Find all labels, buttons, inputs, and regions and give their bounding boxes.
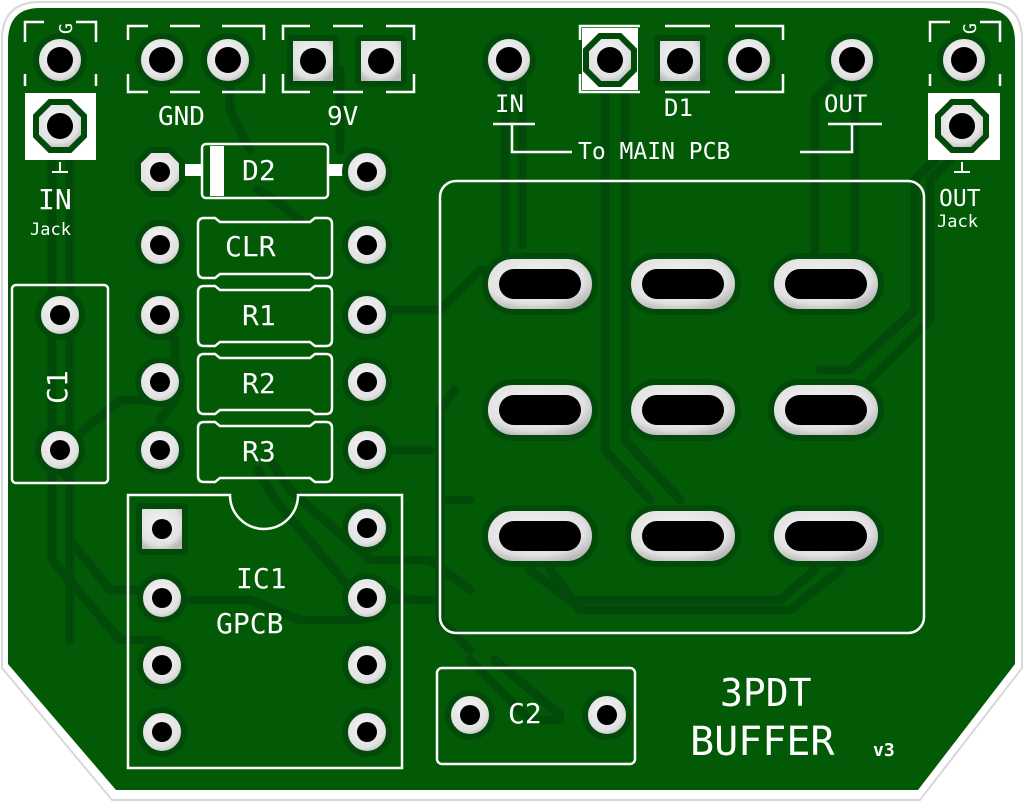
in-jack-sublabel: Jack — [30, 220, 71, 240]
out-jack-label: OUT — [939, 186, 981, 212]
r2-label: R2 — [242, 367, 276, 400]
drill-holes — [47, 47, 977, 742]
power-label: 9V — [327, 102, 359, 132]
power-header-outline — [281, 24, 416, 94]
in-jack-g-label: G — [56, 23, 77, 34]
ic1-value-label: GPCB — [216, 607, 284, 640]
c1-label: C1 — [41, 370, 74, 404]
r3-label: R3 — [242, 435, 276, 468]
gnd-header-outline — [126, 24, 266, 94]
out-jack-g-label: G — [960, 23, 981, 34]
d2-label: D2 — [242, 154, 276, 187]
ic1-ref-label: IC1 — [236, 562, 287, 595]
d2-outline — [180, 142, 350, 200]
in-jack-label: IN — [38, 183, 72, 216]
to-main-pcb-label: To MAIN PCB — [578, 139, 731, 165]
round-pads — [33, 33, 991, 757]
gnd-label: GND — [158, 102, 205, 132]
c1-outline — [10, 283, 110, 485]
r1-label: R1 — [242, 299, 276, 332]
clr-label: CLR — [225, 230, 276, 263]
c2-label: C2 — [508, 697, 542, 730]
board-title: 3PDT — [720, 671, 812, 715]
out-jack-sublabel: Jack — [937, 212, 978, 232]
resistor-outlines — [196, 216, 334, 484]
footswitch-outline — [438, 179, 926, 635]
main-in-label: IN — [495, 90, 524, 118]
c2-outline — [435, 666, 637, 766]
board-version: v3 — [873, 740, 895, 761]
main-out-label: OUT — [824, 90, 868, 118]
ic1-outline — [126, 493, 404, 770]
led-label: D1 — [664, 94, 693, 122]
board-subtitle: BUFFER — [690, 719, 835, 765]
to-main-bracket — [493, 122, 882, 154]
